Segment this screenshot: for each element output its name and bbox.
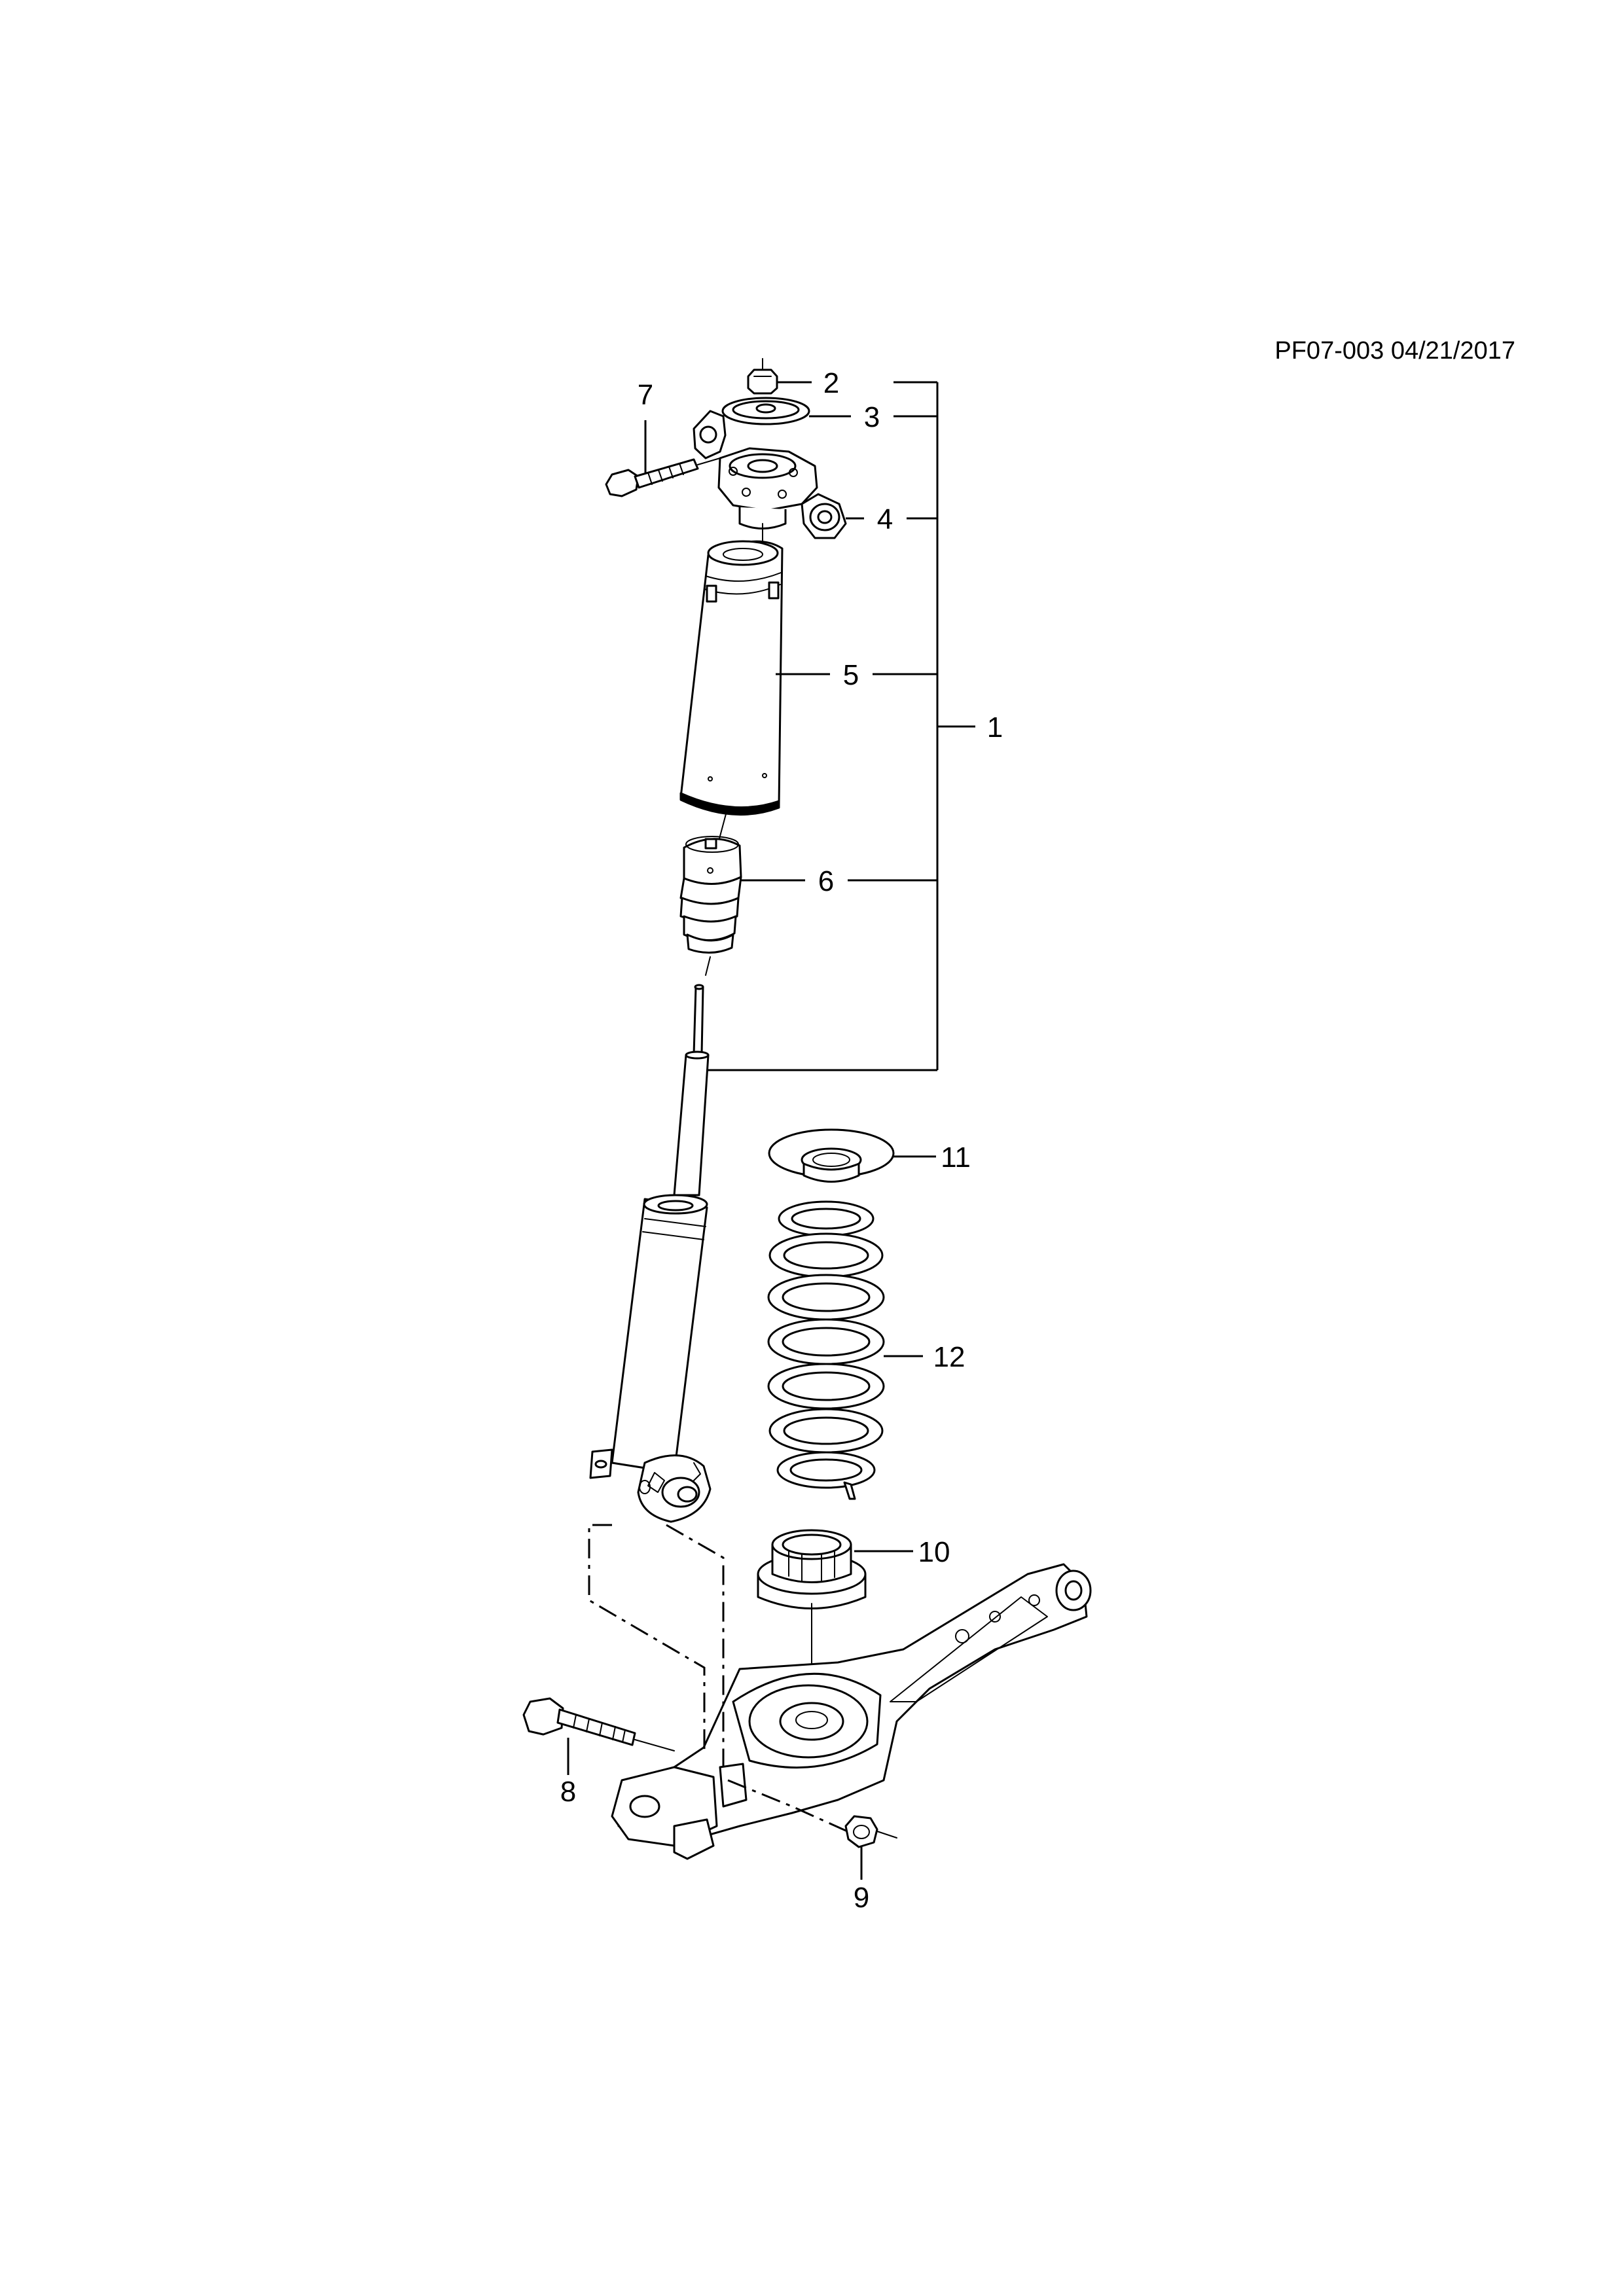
- callout-10: 10: [918, 1536, 950, 1568]
- part-9-lower-nut: [844, 1815, 897, 1880]
- part-10-lower-spring-seat: [757, 1529, 913, 1742]
- callout-9: 9: [854, 1882, 869, 1914]
- part-4-upper-mount: [693, 410, 937, 550]
- shock-absorber: [589, 984, 712, 1523]
- part-12-coil-spring: [767, 1200, 923, 1500]
- callout-4: 4: [877, 503, 893, 535]
- assembly-bracket: [706, 381, 975, 1071]
- callout-6: 6: [818, 865, 834, 897]
- alignment-lines: [588, 1524, 858, 1837]
- connector-line: [718, 811, 727, 842]
- callout-12: 12: [933, 1341, 965, 1373]
- part-11-upper-spring-seat: [768, 1128, 936, 1183]
- part-2-top-nut: [747, 358, 812, 395]
- part-8-lower-bolt: [522, 1697, 675, 1775]
- diagram-reference: PF07-003 04/21/2017: [1274, 337, 1515, 365]
- callout-8: 8: [560, 1776, 576, 1808]
- callout-3: 3: [864, 401, 880, 433]
- callout-5: 5: [843, 659, 859, 691]
- callout-1: 1: [987, 711, 1003, 744]
- callout-2: 2: [823, 367, 839, 399]
- part-7-bolt: [605, 420, 721, 497]
- callout-11: 11: [941, 1141, 971, 1174]
- part-6-bump-stop: [679, 836, 937, 976]
- part-3-washer: [721, 397, 937, 425]
- part-5-dust-boot: [679, 531, 937, 816]
- callout-7: 7: [638, 379, 653, 411]
- lower-control-arm: [611, 1563, 1092, 1860]
